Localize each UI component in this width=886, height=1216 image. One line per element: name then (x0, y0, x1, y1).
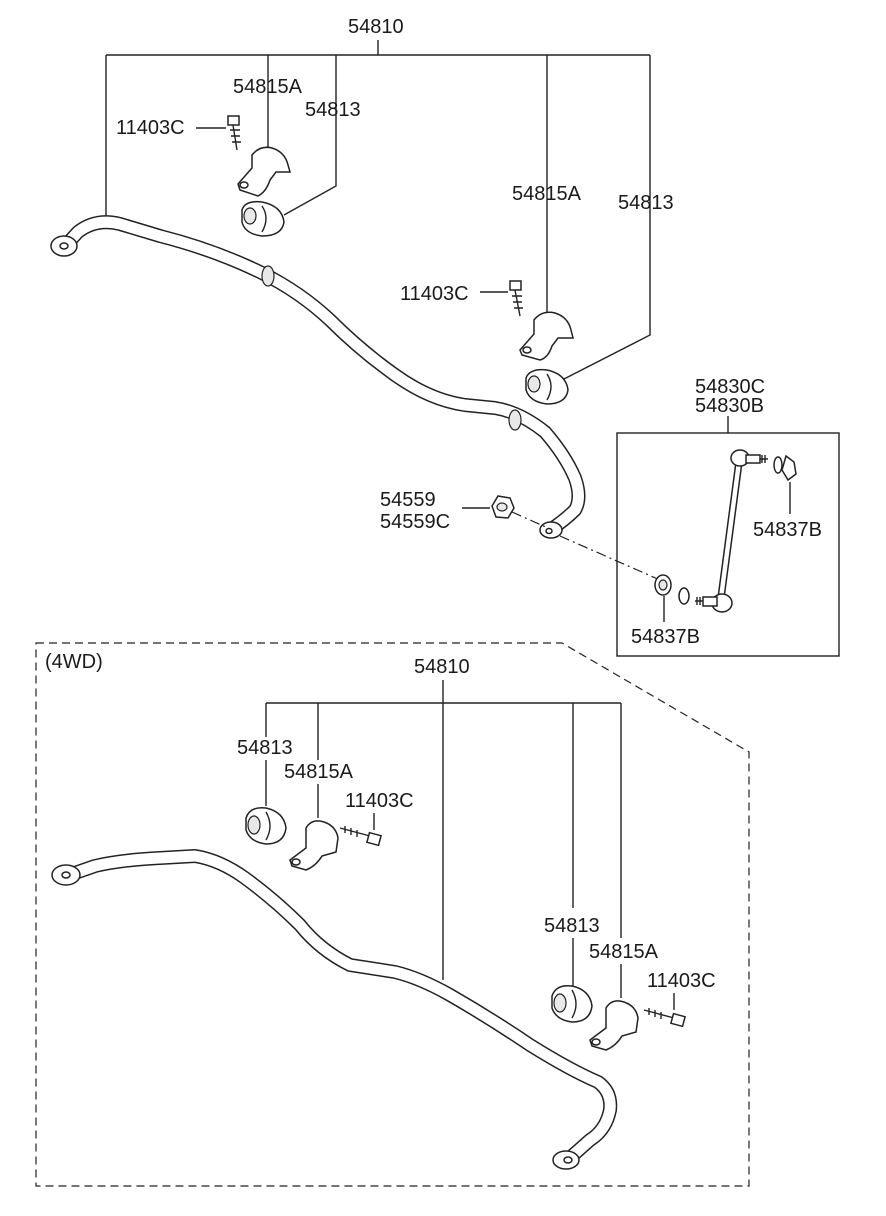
label-54837B-lower: 54837B (631, 626, 700, 648)
label-54810-upper: 54810 (348, 16, 404, 38)
wd-section: (4WD) 54810 54813 54815A 11403C 54813 54… (35, 642, 750, 1187)
bolt-wd-right-icon (643, 1008, 687, 1028)
label-54815A-upper-right: 54815A (512, 183, 582, 205)
label-54815A-upper-left: 54815A (233, 76, 303, 98)
stabilizer-link-icon (695, 449, 768, 613)
label-54813-upper-right: 54813 (618, 192, 674, 214)
upper-assembly: 54810 54815A 54813 11403C 54815A 54813 1… (50, 16, 674, 581)
bolt-wd-left-icon (339, 826, 383, 847)
wd-border (35, 642, 750, 1187)
label-54815A-wd-left: 54815A (284, 761, 354, 783)
label-54813-wd-left: 54813 (237, 737, 293, 759)
label-54810-wd: 54810 (414, 656, 470, 678)
label-11403C-wd-right: 11403C (647, 970, 716, 992)
label-54815A-wd-right: 54815A (589, 941, 659, 963)
nut-icon (491, 495, 515, 519)
wd-title: (4WD) (45, 651, 103, 673)
label-11403C-upper-right: 11403C (400, 283, 469, 305)
label-54813-wd-right: 54813 (544, 915, 600, 937)
stabilizer-bar-upper (50, 215, 586, 539)
ring-lower-icon (654, 574, 690, 605)
alignment-line (511, 511, 661, 581)
label-11403C-wd-left: 11403C (345, 790, 414, 812)
label-54830C: 54830C (695, 376, 765, 398)
label-54830B: 54830B (695, 395, 764, 417)
stabilizer-bar-wd (51, 849, 618, 1170)
leader-54810-upper (105, 40, 651, 381)
bracket-upper-right-icon (519, 311, 574, 361)
bolt-upper-left-icon (227, 115, 241, 151)
label-54813-upper-left: 54813 (305, 99, 361, 121)
label-54559C: 54559C (380, 511, 450, 533)
label-54559: 54559 (380, 489, 436, 511)
leader-54810-wd (265, 680, 622, 980)
label-54837B-upper: 54837B (753, 519, 822, 541)
bushing-upper-right-icon (525, 368, 569, 405)
bushing-upper-left-icon (241, 200, 285, 237)
link-box: 54830C 54830B 54837B 54837B (616, 376, 840, 657)
bushing-wd-left-icon (245, 806, 287, 845)
ring-upper-icon (773, 454, 797, 482)
bracket-wd-left-icon (289, 820, 339, 871)
bracket-upper-left-icon (237, 146, 291, 197)
label-11403C-upper-left: 11403C (116, 117, 185, 139)
bracket-wd-right-icon (589, 1000, 639, 1051)
bolt-upper-right-icon (509, 280, 523, 317)
bushing-wd-right-icon (551, 984, 593, 1023)
